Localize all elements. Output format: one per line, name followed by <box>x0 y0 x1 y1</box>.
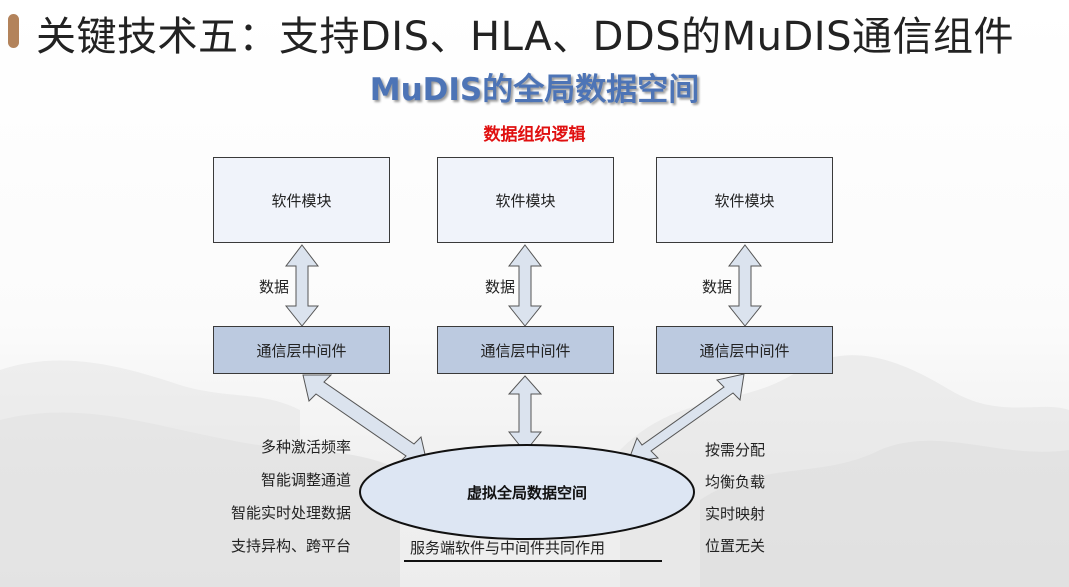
data-label-1: 数据 <box>259 278 290 296</box>
slide-subtitle: MuDIS的全局数据空间 <box>369 72 700 108</box>
center-note: 服务端软件与中间件共同作用 <box>410 539 606 557</box>
right-feature-3: 实时映射 <box>705 505 766 523</box>
middleware-2: 通信层中间件 <box>437 326 614 374</box>
data-label-3: 数据 <box>702 278 733 296</box>
right-feature-1: 按需分配 <box>705 441 766 459</box>
right-feature-4: 位置无关 <box>705 537 766 555</box>
global-data-space-ellipse <box>359 444 695 540</box>
software-module-2: 软件模块 <box>437 157 614 243</box>
global-data-space-label: 虚拟全局数据空间 <box>466 484 587 502</box>
data-label-2: 数据 <box>485 278 516 296</box>
software-module-3: 软件模块 <box>656 157 833 243</box>
left-feature-1: 多种激活频率 <box>260 438 351 456</box>
data-arrow-3 <box>727 244 763 327</box>
left-feature-2: 智能调整通道 <box>260 471 351 489</box>
left-feature-4: 支持异构、跨平台 <box>230 537 351 555</box>
middleware-3: 通信层中间件 <box>656 326 833 374</box>
title-accent-bar <box>8 14 19 48</box>
note-underline <box>404 560 662 562</box>
data-arrow-1 <box>284 244 320 327</box>
software-module-1: 软件模块 <box>213 157 390 243</box>
right-feature-2: 均衡负载 <box>705 473 766 491</box>
left-feature-3: 智能实时处理数据 <box>230 504 351 522</box>
section-label: 数据组织逻辑 <box>483 125 586 145</box>
mountain-backdrop <box>0 355 1069 587</box>
center-arrow <box>507 375 543 453</box>
middleware-1: 通信层中间件 <box>213 326 390 374</box>
slide-title: 关键技术五：支持DIS、HLA、DDS的MuDIS通信组件 <box>36 14 1014 60</box>
